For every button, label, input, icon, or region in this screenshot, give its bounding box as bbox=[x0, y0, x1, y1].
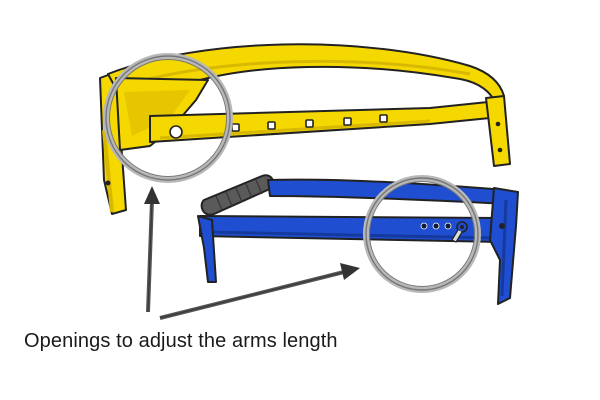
blue-left-leg bbox=[197, 215, 217, 283]
blue-locking-pin-icon bbox=[451, 221, 468, 243]
magnifier-circle-blue-tool bbox=[363, 175, 481, 293]
arrow-to-yellow-openings bbox=[144, 186, 160, 313]
magnifier-circle-yellow-tool bbox=[103, 53, 233, 183]
yellow-pivot-hole bbox=[169, 125, 183, 139]
blue-slab-lifter-icon bbox=[197, 174, 519, 305]
yellow-adjust-openings bbox=[169, 114, 388, 139]
yellow-slab-lifter-icon bbox=[99, 43, 511, 215]
yellow-right-leg bbox=[485, 95, 511, 167]
blue-handle-grip bbox=[200, 174, 275, 216]
blue-adjust-openings bbox=[420, 222, 452, 230]
caption-text: Openings to adjust the arms length bbox=[24, 330, 338, 352]
arrow-to-blue-openings bbox=[159, 263, 360, 320]
